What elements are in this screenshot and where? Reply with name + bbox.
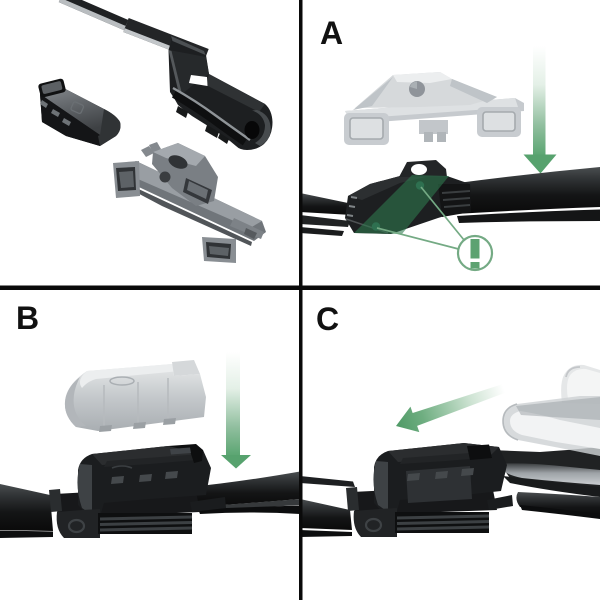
svg-text:C: C xyxy=(316,301,339,337)
svg-text:B: B xyxy=(16,300,39,336)
svg-text:A: A xyxy=(320,15,343,51)
